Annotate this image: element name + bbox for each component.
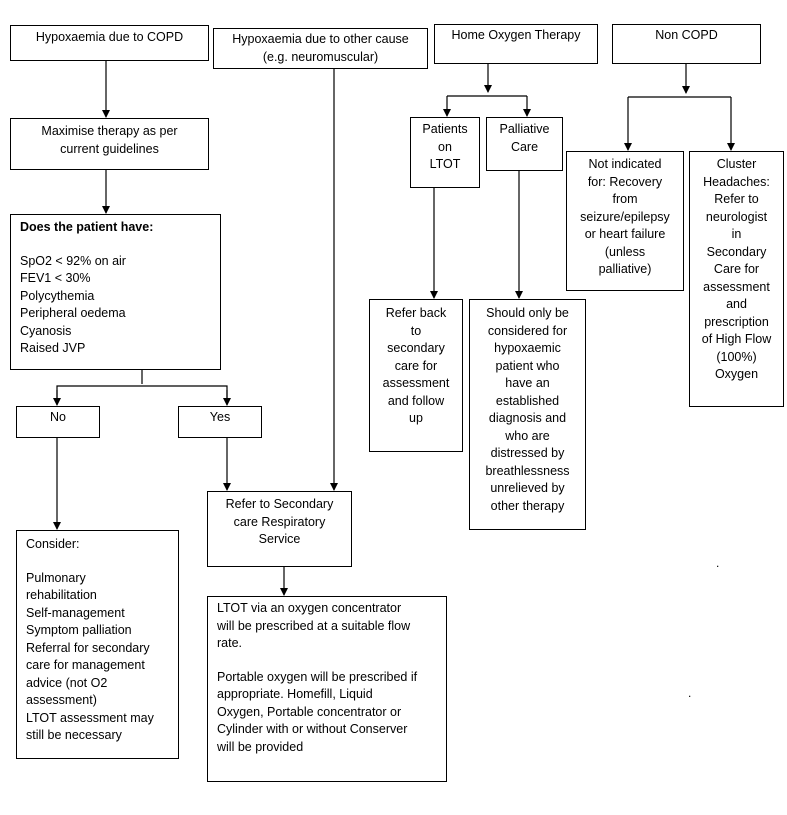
maximise-label: Maximise therapy as per current guidelin… xyxy=(41,124,178,156)
ltot-text-2: Portable oxygen will be prescribed if ap… xyxy=(217,669,418,754)
question-items: SpO2 < 92% on air FEV1 < 30% Polycythemi… xyxy=(20,253,126,356)
ltot-box: LTOT via an oxygen concentrator will be … xyxy=(207,596,447,782)
refer-secondary-label: Refer to Secondary care Respiratory Serv… xyxy=(225,497,334,546)
yes-label: Yes xyxy=(209,410,231,424)
palliative-label: Palliative Care xyxy=(499,122,550,154)
consider-items: Pulmonary rehabilitation Self-management… xyxy=(26,570,154,743)
home-oxygen-label: Home Oxygen Therapy xyxy=(451,28,581,42)
cluster-box: Cluster Headaches: Refer to neurologist … xyxy=(689,151,784,407)
home-oxygen-box: Home Oxygen Therapy xyxy=(434,24,598,64)
non-copd-label: Non COPD xyxy=(655,28,718,42)
maximise-box: Maximise therapy as per current guidelin… xyxy=(10,118,209,170)
should-only-label: Should only be considered for hypoxaemic… xyxy=(485,306,570,513)
patients-ltot-label: Patients on LTOT xyxy=(422,122,468,171)
refer-back-box: Refer back to secondary care for assessm… xyxy=(369,299,463,452)
consider-box: Consider: Pulmonary rehabilitation Self-… xyxy=(16,530,179,759)
not-indicated-label: Not indicated for: Recovery from seizure… xyxy=(580,157,670,276)
arrow-split-bar xyxy=(56,385,228,403)
other-cause-label: Hypoxaemia due to other cause (e.g. neur… xyxy=(232,32,409,64)
no-box: No xyxy=(16,406,100,438)
cluster-label: Cluster Headaches: Refer to neurologist … xyxy=(701,157,772,381)
copd-label: Hypoxaemia due to COPD xyxy=(35,30,184,44)
no-label: No xyxy=(50,410,66,424)
non-copd-box: Non COPD xyxy=(612,24,761,64)
not-indicated-box: Not indicated for: Recovery from seizure… xyxy=(566,151,684,291)
palliative-box: Palliative Care xyxy=(486,117,563,171)
stray-dot-2: . xyxy=(688,686,692,700)
refer-back-label: Refer back to secondary care for assessm… xyxy=(382,306,450,425)
question-title: Does the patient have: xyxy=(20,220,154,234)
should-only-box: Should only be considered for hypoxaemic… xyxy=(469,299,586,530)
ltot-text-1: LTOT via an oxygen concentrator will be … xyxy=(217,601,411,650)
copd-box: Hypoxaemia due to COPD xyxy=(10,25,209,61)
yes-box: Yes xyxy=(178,406,262,438)
consider-title: Consider: xyxy=(26,537,80,551)
stray-dot-1: . xyxy=(716,556,720,570)
refer-secondary-box: Refer to Secondary care Respiratory Serv… xyxy=(207,491,352,567)
other-cause-box: Hypoxaemia due to other cause (e.g. neur… xyxy=(213,28,428,69)
question-box: Does the patient have: SpO2 < 92% on air… xyxy=(10,214,221,370)
patients-ltot-box: Patients on LTOT xyxy=(410,117,480,188)
